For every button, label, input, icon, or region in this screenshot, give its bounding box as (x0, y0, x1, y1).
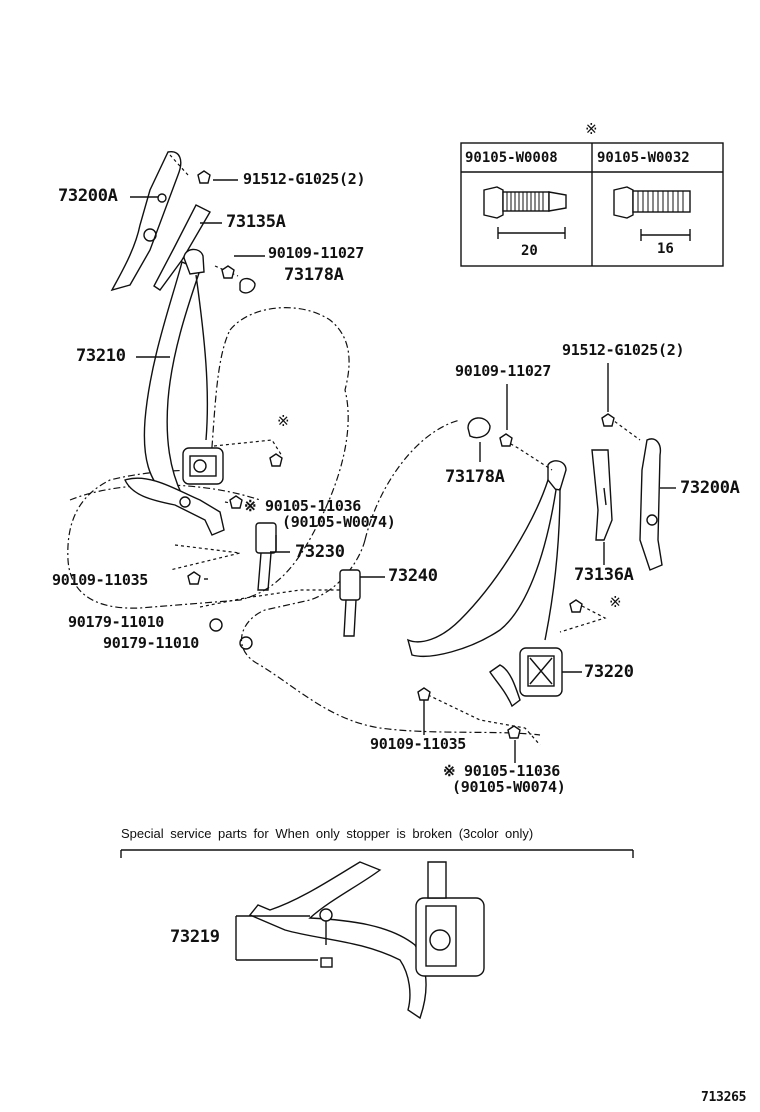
label-73210: 73210 (76, 346, 126, 366)
label-73200a-left: 73200A (58, 186, 118, 206)
table-length-w0032: 16 (657, 241, 674, 257)
label-90105-11036-right: ※ 90105-11036 (443, 762, 561, 780)
label-90179-11010-b: 90179-11010 (103, 634, 200, 652)
label-90109-11027-left: 90109-11027 (268, 244, 365, 262)
label-73230: 73230 (295, 542, 345, 562)
table-header-w0032: 90105-W0032 (597, 150, 690, 166)
table-header-w0008: 90105-W0008 (465, 150, 558, 166)
label-73220: 73220 (584, 662, 634, 682)
label-73219: 73219 (170, 927, 220, 947)
label-90109-11035-right: 90109-11035 (370, 735, 467, 753)
label-73200a-right: 73200A (680, 478, 740, 498)
label-73136a: 73136A (574, 565, 634, 585)
left-seat-assembly (67, 151, 360, 650)
table-reference-mark: ※ (585, 120, 598, 138)
bolt-table (460, 142, 724, 267)
bolt-w0008-drawing (483, 186, 567, 239)
special-service-section (120, 849, 634, 1020)
label-90105-11036-left: ※ 90105-11036 (244, 497, 362, 515)
label-91512-left: 91512-G1025(2) (243, 170, 366, 188)
label-73178a-right: 73178A (445, 467, 505, 487)
label-73135a: 73135A (226, 212, 286, 232)
label-90179-11010-a: 90179-11010 (68, 613, 165, 631)
label-90105-w0074-right: (90105-W0074) (452, 778, 566, 796)
label-90109-11027-right: 90109-11027 (455, 362, 552, 380)
right-reference-mark: ※ (609, 593, 622, 611)
right-seat-assembly (406, 363, 676, 763)
label-73240: 73240 (388, 566, 438, 586)
table-length-w0008: 20 (521, 243, 538, 259)
left-reference-mark: ※ (277, 412, 290, 430)
center-buckle (241, 419, 541, 736)
bolt-w0032-drawing (613, 186, 691, 241)
label-90105-w0074-left: (90105-W0074) (282, 513, 396, 531)
label-91512-right: 91512-G1025(2) (562, 341, 685, 359)
label-73178a-left: 73178A (284, 265, 344, 285)
diagram-code: 713265 (701, 1090, 747, 1105)
label-90109-11035-left: 90109-11035 (52, 571, 149, 589)
special-service-note: Special service parts for When only stop… (121, 826, 534, 841)
